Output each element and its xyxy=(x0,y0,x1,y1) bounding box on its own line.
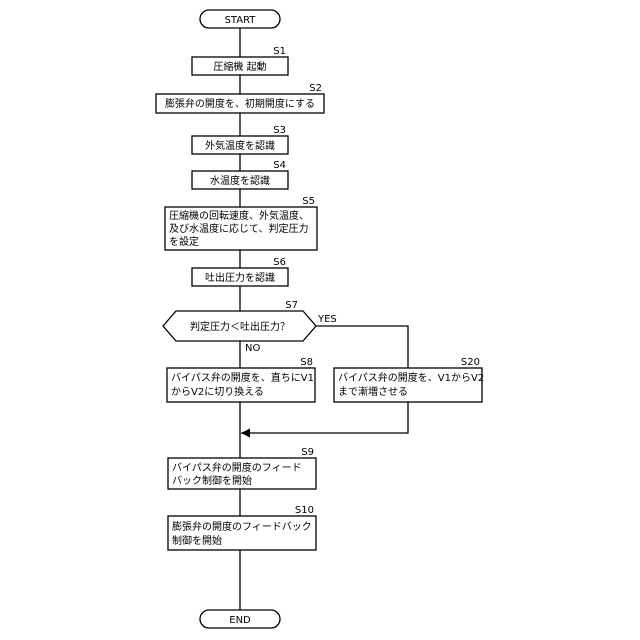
svg-text:S2: S2 xyxy=(309,83,322,94)
svg-text:S5: S5 xyxy=(302,196,315,207)
svg-text:バック制御を開始: バック制御を開始 xyxy=(172,474,252,487)
svg-text:まで漸増させる: まで漸増させる xyxy=(338,385,408,398)
svg-text:外気温度を認識: 外気温度を認識 xyxy=(205,139,275,152)
svg-text:S20: S20 xyxy=(461,357,480,368)
svg-text:NO: NO xyxy=(245,343,260,354)
step-s8: S8 バイパス弁の開度を、直ちにV1 からV2に切り換える xyxy=(167,357,315,402)
step-s9: S9 バイパス弁の開度のフィード バック制御を開始 xyxy=(168,447,316,489)
step-s5: S5 圧縮機の回転速度、外気温度、 及び水温度に応じて、判定圧力 を設定 xyxy=(165,196,317,250)
svg-text:圧縮機の回転速度、外気温度、: 圧縮機の回転速度、外気温度、 xyxy=(169,209,309,222)
svg-text:吐出圧力を認識: 吐出圧力を認識 xyxy=(205,271,275,284)
svg-text:YES: YES xyxy=(317,314,337,325)
svg-text:START: START xyxy=(225,15,257,26)
end-terminal: END xyxy=(200,610,280,628)
decision-s7: 判定圧力＜吐出圧力？ S7 YES NO xyxy=(163,300,337,354)
svg-text:S10: S10 xyxy=(295,505,314,516)
svg-text:及び水温度に応じて、判定圧力: 及び水温度に応じて、判定圧力 xyxy=(169,222,309,235)
svg-text:判定圧力＜吐出圧力？: 判定圧力＜吐出圧力？ xyxy=(190,320,290,333)
svg-text:S7: S7 xyxy=(285,300,298,311)
svg-text:を設定: を設定 xyxy=(169,235,199,248)
svg-text:S9: S9 xyxy=(301,447,314,458)
svg-text:S1: S1 xyxy=(273,46,286,57)
svg-text:S4: S4 xyxy=(273,160,286,171)
svg-text:圧縮機 起動: 圧縮機 起動 xyxy=(213,60,266,73)
svg-text:制御を開始: 制御を開始 xyxy=(172,534,222,547)
start-terminal: START xyxy=(200,10,280,28)
svg-text:水温度を認識: 水温度を認識 xyxy=(210,174,270,187)
svg-text:S3: S3 xyxy=(273,125,286,136)
svg-text:膨張弁の開度のフィードバック: 膨張弁の開度のフィードバック xyxy=(172,520,312,533)
svg-text:END: END xyxy=(229,615,251,626)
step-s10: S10 膨張弁の開度のフィードバック 制御を開始 xyxy=(168,505,316,550)
svg-text:からV2に切り換える: からV2に切り換える xyxy=(171,386,264,398)
svg-text:S8: S8 xyxy=(300,357,313,368)
svg-text:膨張弁の開度を、初期開度にする: 膨張弁の開度を、初期開度にする xyxy=(165,97,315,110)
svg-text:バイパス弁の開度のフィード: バイパス弁の開度のフィード xyxy=(172,461,302,474)
svg-text:バイパス弁の開度を、V1からV2: バイパス弁の開度を、V1からV2 xyxy=(338,371,484,384)
svg-text:S6: S6 xyxy=(273,257,286,268)
svg-text:バイパス弁の開度を、直ちにV1: バイパス弁の開度を、直ちにV1 xyxy=(171,371,314,384)
step-s20: S20 バイパス弁の開度を、V1からV2 まで漸増させる xyxy=(334,357,484,402)
